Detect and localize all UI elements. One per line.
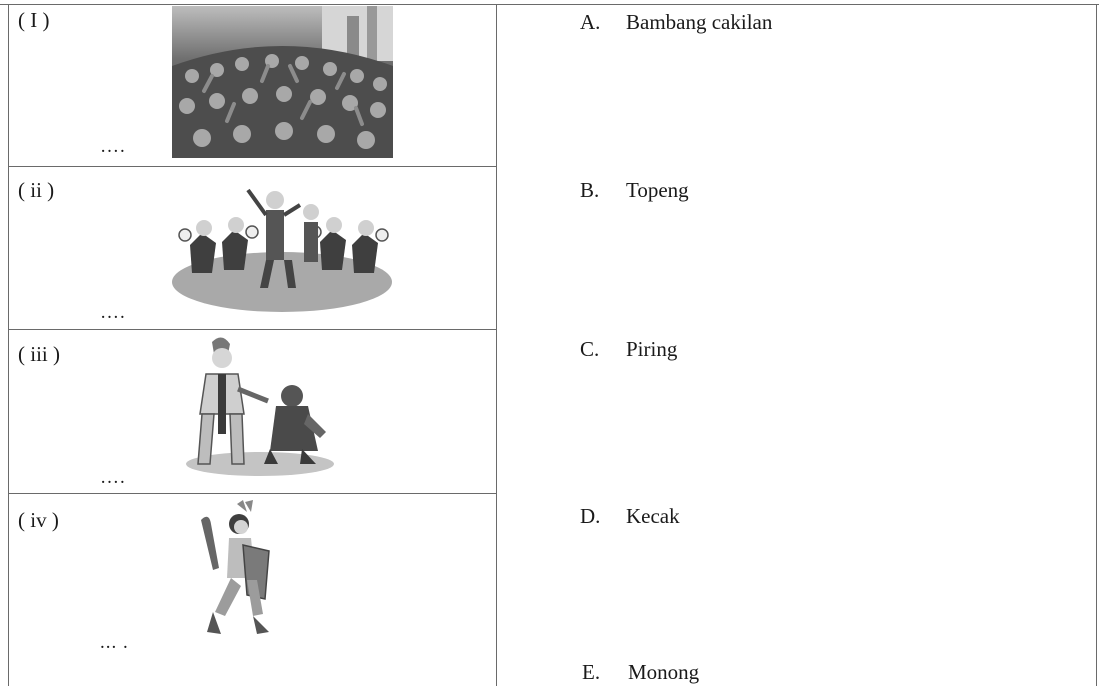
table-left-border [8,4,9,686]
option-letter: B. [580,178,600,202]
option-letter: C. [580,337,600,361]
option-text: Topeng [626,178,689,202]
warrior-dance-illustration [201,500,270,634]
option-text: Monong [628,660,700,684]
row-number: ( iv ) [18,508,59,532]
answer-blank: ... . [100,632,129,653]
row-divider [8,493,497,494]
option-c: C. Piring [580,337,677,362]
answer-blank: …. [100,467,126,488]
table-top-border [0,4,1099,5]
bambang-cakilan-dance-illustration [186,337,334,476]
kecak-dance-photo [172,6,393,158]
option-d: D. Kecak [580,504,680,529]
option-e: E. Monong [582,660,699,685]
answer-blank: …. [100,302,126,323]
option-text: Bambang cakilan [626,10,773,34]
option-letter: D. [580,504,601,528]
table-column-divider [496,4,497,686]
answer-blank: …. [100,136,126,157]
option-b: B. Topeng [580,178,689,203]
option-text: Kecak [626,504,680,528]
option-letter: A. [580,10,601,34]
row-number: ( iii ) [18,342,60,366]
row-divider [8,166,497,167]
option-a: A. Bambang cakilan [580,10,772,35]
option-letter: E. [582,660,601,684]
table-right-border [1096,4,1097,686]
option-text: Piring [626,337,678,361]
row-number: ( ii ) [18,178,55,202]
row-number: ( I ) [18,8,50,32]
row-divider [8,329,497,330]
piring-dance-illustration [172,188,392,312]
